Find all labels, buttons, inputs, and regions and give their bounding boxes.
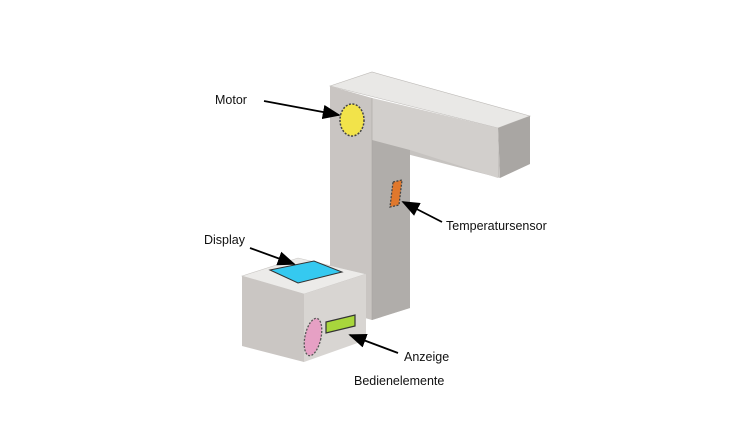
display-label: Display bbox=[204, 233, 245, 247]
controls-component bbox=[303, 317, 323, 357]
controls-label: Bedienelemente bbox=[354, 374, 445, 388]
indicator-component bbox=[325, 314, 356, 334]
motor-label: Motor bbox=[215, 93, 247, 107]
indicator-leader bbox=[348, 333, 399, 354]
motor-component bbox=[339, 103, 365, 137]
temperature-sensor-component bbox=[389, 179, 403, 208]
display-component bbox=[268, 260, 344, 284]
temperature-sensor-leader bbox=[401, 201, 443, 223]
indicator-label: Anzeige bbox=[404, 350, 450, 364]
motor-leader bbox=[263, 100, 341, 120]
display-leader bbox=[249, 247, 296, 266]
temperature-sensor-label: Temperatursensor bbox=[446, 219, 547, 233]
leader-lines bbox=[249, 100, 443, 354]
